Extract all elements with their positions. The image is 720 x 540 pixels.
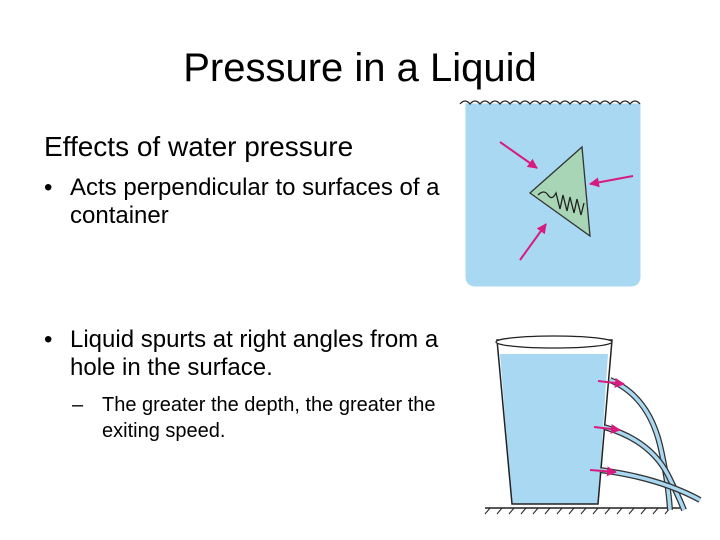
ground-hatch-icon: [484, 507, 671, 515]
triangle-pressure-illustration-icon: [459, 100, 641, 287]
water-surface-icon: [459, 100, 641, 106]
sub-bullet-marker: –: [72, 394, 84, 416]
bullet-text: Liquid spurts at right angles from a hol…: [70, 326, 439, 381]
jet-arrow-icon: [589, 466, 617, 477]
bullet-perpendicular: • Acts perpendicular to surfaces of a co…: [44, 174, 490, 230]
jet-arrow-icon: [597, 378, 625, 388]
pressure-arrow-icon: [519, 223, 547, 261]
bullet-marker: •: [44, 174, 53, 201]
bullet-marker: •: [44, 326, 53, 353]
slide-title: Pressure in a Liquid: [183, 46, 537, 90]
subheading: Effects of water pressure: [44, 131, 354, 162]
water-jet-icon: [603, 424, 687, 512]
submerged-triangle-icon: [528, 145, 591, 238]
water-jet-icon: [599, 467, 702, 503]
sub-bullet-depth: – The greater the depth, the greater the…: [72, 392, 482, 444]
bucket-water-icon: [500, 354, 608, 504]
leaking-bucket-illustration-icon: [484, 335, 702, 515]
jet-arrow-icon: [593, 424, 621, 434]
bullet-text: Acts perpendicular to surfaces of a cont…: [70, 174, 440, 229]
bucket-rim-icon: [495, 335, 613, 349]
sub-bullet-text: The greater the depth, the greater the e…: [102, 394, 436, 442]
pressure-arrow-icon: [499, 141, 538, 169]
spring-squiggle-icon: [537, 191, 585, 216]
bullet-spurts: • Liquid spurts at right angles from a h…: [44, 326, 490, 382]
pressure-arrow-icon: [589, 175, 634, 188]
